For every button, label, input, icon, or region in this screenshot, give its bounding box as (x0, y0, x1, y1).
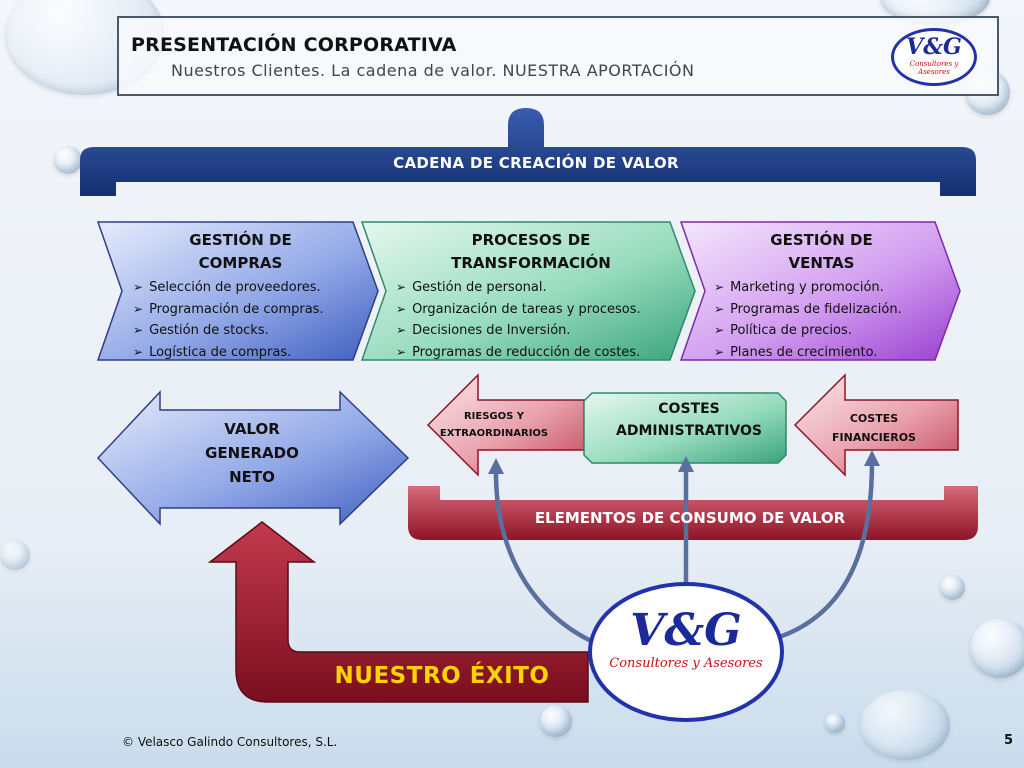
logo-subtext: Consultores y Asesores (909, 60, 959, 76)
transformation-title-line1: PROCESOS DE (471, 231, 591, 249)
risks-label-line1: RIESGOS Y (463, 411, 525, 422)
large-logo-text: V&G Consultores y Asesores (600, 605, 772, 672)
financial-costs-line2: FINANCIEROS (832, 431, 916, 444)
purchasing-title-line2: COMPRAS (198, 254, 283, 272)
large-logo-main: V&G (630, 605, 742, 656)
sales-item: Planes de crecimiento. (714, 342, 929, 364)
sales-title-line2: VENTAS (788, 254, 855, 272)
transformation-item: Organización de tareas y procesos. (396, 299, 666, 321)
value-label-line1: VALOR (224, 420, 280, 438)
sales-item: Programas de fidelización. (714, 299, 929, 321)
sales-item: Política de precios. (714, 320, 929, 342)
purchasing-block: GESTIÓN DE COMPRAS Selección de proveedo… (133, 229, 348, 363)
water-drop-decoration (825, 713, 845, 733)
water-drop-decoration (940, 575, 965, 600)
value-creation-label: CADENA DE CREACIÓN DE VALOR (393, 154, 679, 172)
risks-label-line2: EXTRAORDINARIOS (439, 428, 549, 439)
financial-costs-line1: COSTES (849, 412, 899, 425)
value-label: VALOR GENERADO NETO (180, 417, 324, 489)
page-title: PRESENTACIÓN CORPORATIVA (131, 34, 457, 56)
admin-costs-line2: ADMINISTRATIVOS (615, 423, 762, 439)
water-drop-decoration (860, 690, 950, 760)
connector-to-financial-costs (767, 459, 875, 643)
large-logo-sub: Consultores y Asesores (609, 656, 763, 671)
header-box: PRESENTACIÓN CORPORATIVA Nuestros Client… (117, 16, 999, 96)
transformation-block: PROCESOS DE TRANSFORMACIÓN Gestión de pe… (396, 229, 666, 363)
purchasing-item: Selección de proveedores. (133, 277, 348, 299)
financial-costs-label: COSTES FINANCIEROS (814, 409, 934, 447)
value-consumption-bracket (408, 486, 978, 540)
admin-costs-line1: COSTES (658, 401, 720, 417)
water-drop-decoration (970, 618, 1024, 678)
admin-costs-box (583, 392, 787, 464)
value-label-line3: NETO (229, 468, 275, 486)
logo-text: V&G (906, 34, 962, 60)
sales-block: GESTIÓN DE VENTAS Marketing y promoción.… (714, 229, 929, 363)
transformation-item: Decisiones de Inversión. (396, 320, 666, 342)
company-logo-large (588, 582, 784, 722)
sales-item: Marketing y promoción. (714, 277, 929, 299)
company-logo: V&G Consultores y Asesores (891, 28, 977, 86)
footer-copyright: © Velasco Galindo Consultores, S.L. (122, 735, 338, 749)
value-consumption-label: ELEMENTOS DE CONSUMO DE VALOR (534, 509, 846, 527)
value-creation-bracket (80, 108, 976, 196)
risks-label: RIESGOS Y EXTRAORDINARIOS (432, 408, 556, 442)
purchasing-item: Gestión de stocks. (133, 320, 348, 342)
sales-title-line1: GESTIÓN DE (770, 231, 873, 249)
value-double-arrow (96, 390, 410, 526)
purchasing-item: Programación de compras. (133, 299, 348, 321)
water-drop-decoration (54, 146, 82, 174)
transformation-item: Programas de reducción de costes. (396, 342, 666, 364)
connector-to-risks (493, 467, 603, 648)
page-number: 5 (1004, 733, 1014, 748)
page-subtitle: Nuestros Clientes. La cadena de valor. N… (171, 61, 695, 80)
value-label-line2: GENERADO (205, 444, 299, 462)
water-drop-decoration (540, 705, 572, 737)
financial-costs-arrow (793, 373, 959, 477)
water-drop-decoration (0, 540, 30, 570)
purchasing-title-line1: GESTIÓN DE (189, 231, 292, 249)
transformation-item: Gestión de personal. (396, 277, 666, 299)
purchasing-item: Logística de compras. (133, 342, 348, 364)
success-arrow (207, 521, 589, 703)
success-label: NUESTRO ÉXITO (334, 663, 550, 689)
admin-costs-label: COSTES ADMINISTRATIVOS (592, 398, 786, 442)
transformation-title-line2: TRANSFORMACIÓN (451, 254, 611, 272)
